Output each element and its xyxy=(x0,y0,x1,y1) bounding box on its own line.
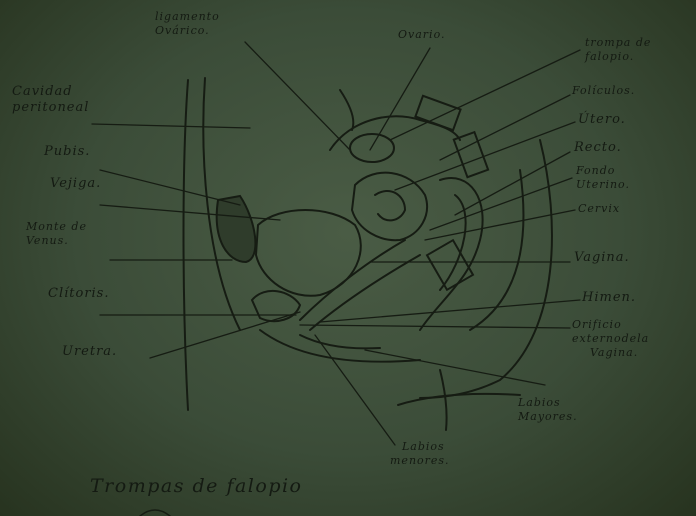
label-foliculos: Folículos. xyxy=(572,84,635,98)
label-cervix-text: Cervix xyxy=(578,202,620,215)
label-orificio: Orificio externodela Vagina. xyxy=(572,318,649,360)
leader-labios-mayores xyxy=(365,350,545,385)
label-orificio-line1: Orificio xyxy=(572,318,649,332)
leader-lines xyxy=(92,42,580,445)
leader-foliculos xyxy=(440,95,570,160)
leg-line xyxy=(440,370,447,430)
label-labios-mayores-line2: Mayores. xyxy=(518,410,578,424)
label-recto-text: Recto. xyxy=(574,140,622,155)
leader-vejiga xyxy=(100,205,280,220)
leader-uretra xyxy=(150,312,300,358)
labia-minor-line xyxy=(300,335,380,348)
label-pubis: Pubis. xyxy=(44,144,90,160)
label-ligamento-ovarico-line2: Ovárico. xyxy=(155,24,220,38)
label-monte-line2: Venus. xyxy=(26,234,87,248)
label-monte-line1: Monte de xyxy=(26,220,87,234)
label-uretra-text: Uretra. xyxy=(62,344,117,359)
label-fondo-uterino: Fondo Uterino. xyxy=(576,164,630,192)
label-labios-menores: Labios menores. xyxy=(390,440,450,468)
bladder-shape xyxy=(256,210,361,296)
label-ligamento-ovarico: ligamento Ovárico. xyxy=(155,10,220,38)
label-fondo-line1: Fondo xyxy=(576,164,630,178)
label-recto: Recto. xyxy=(574,140,622,156)
label-clitoris: Clítoris. xyxy=(48,286,110,302)
leader-ligamento xyxy=(245,42,350,150)
label-vejiga: Vejiga. xyxy=(50,176,101,192)
leader-cavidad xyxy=(92,124,250,128)
label-pubis-text: Pubis. xyxy=(44,144,90,159)
label-cervix: Cervix xyxy=(578,202,620,216)
leader-himen xyxy=(320,300,580,322)
leader-pubis xyxy=(100,170,240,205)
label-labios-menores-line1: Labios xyxy=(390,440,450,454)
leader-orificio xyxy=(300,325,570,328)
lower-outline xyxy=(398,394,520,405)
rectum-inner xyxy=(440,195,466,290)
label-monte-venus: Monte de Venus. xyxy=(26,220,87,248)
pubis-shape xyxy=(217,196,256,262)
label-cavidad-peritoneal: Cavidad peritoneal xyxy=(12,84,89,116)
label-ovario: Ovario. xyxy=(398,28,446,42)
label-cavidad-line1: Cavidad xyxy=(12,84,89,100)
leader-trompa xyxy=(390,50,580,140)
label-labios-mayores-line1: Labios xyxy=(518,396,578,410)
label-himen-text: Himen. xyxy=(582,290,636,305)
label-cavidad-line2: peritoneal xyxy=(12,100,89,116)
label-trompa-falopio: trompa de falopio. xyxy=(585,36,651,64)
caption-mark xyxy=(140,510,170,516)
label-utero: Útero. xyxy=(578,112,626,128)
label-ligamento-ovarico-line1: ligamento xyxy=(155,10,220,24)
label-fondo-line2: Uterino. xyxy=(576,178,630,192)
leader-labios-menores xyxy=(315,335,395,445)
caption-text: Trompas de falopio xyxy=(90,475,303,497)
labia-shape xyxy=(252,291,300,321)
label-orificio-line3: Vagina. xyxy=(572,346,649,360)
body-outline-front xyxy=(420,140,552,398)
label-labios-mayores: Labios Mayores. xyxy=(518,396,578,424)
label-utero-text: Útero. xyxy=(578,112,626,127)
label-trompa-line1: trompa de xyxy=(585,36,651,50)
label-vagina: Vagina. xyxy=(574,250,630,266)
label-labios-menores-line2: menores. xyxy=(390,454,450,468)
body-outline-back xyxy=(184,80,189,410)
caption: Trompas de falopio xyxy=(90,478,303,494)
label-trompa-line2: falopio. xyxy=(585,50,651,64)
label-himen: Himen. xyxy=(582,290,636,306)
label-foliculos-text: Folículos. xyxy=(572,84,635,97)
label-clitoris-text: Clítoris. xyxy=(48,286,110,301)
fallopian-tube-2 xyxy=(340,90,353,130)
ovary-shape xyxy=(350,134,394,162)
label-vagina-text: Vagina. xyxy=(574,250,630,265)
label-orificio-line2: externodela xyxy=(572,332,649,346)
rectum-tissue xyxy=(427,240,473,290)
vaginal-canal xyxy=(300,240,405,320)
uterus-inner xyxy=(375,191,405,220)
label-uretra: Uretra. xyxy=(62,344,117,360)
label-vejiga-text: Vejiga. xyxy=(50,176,101,191)
label-ovario-text: Ovario. xyxy=(398,28,446,41)
